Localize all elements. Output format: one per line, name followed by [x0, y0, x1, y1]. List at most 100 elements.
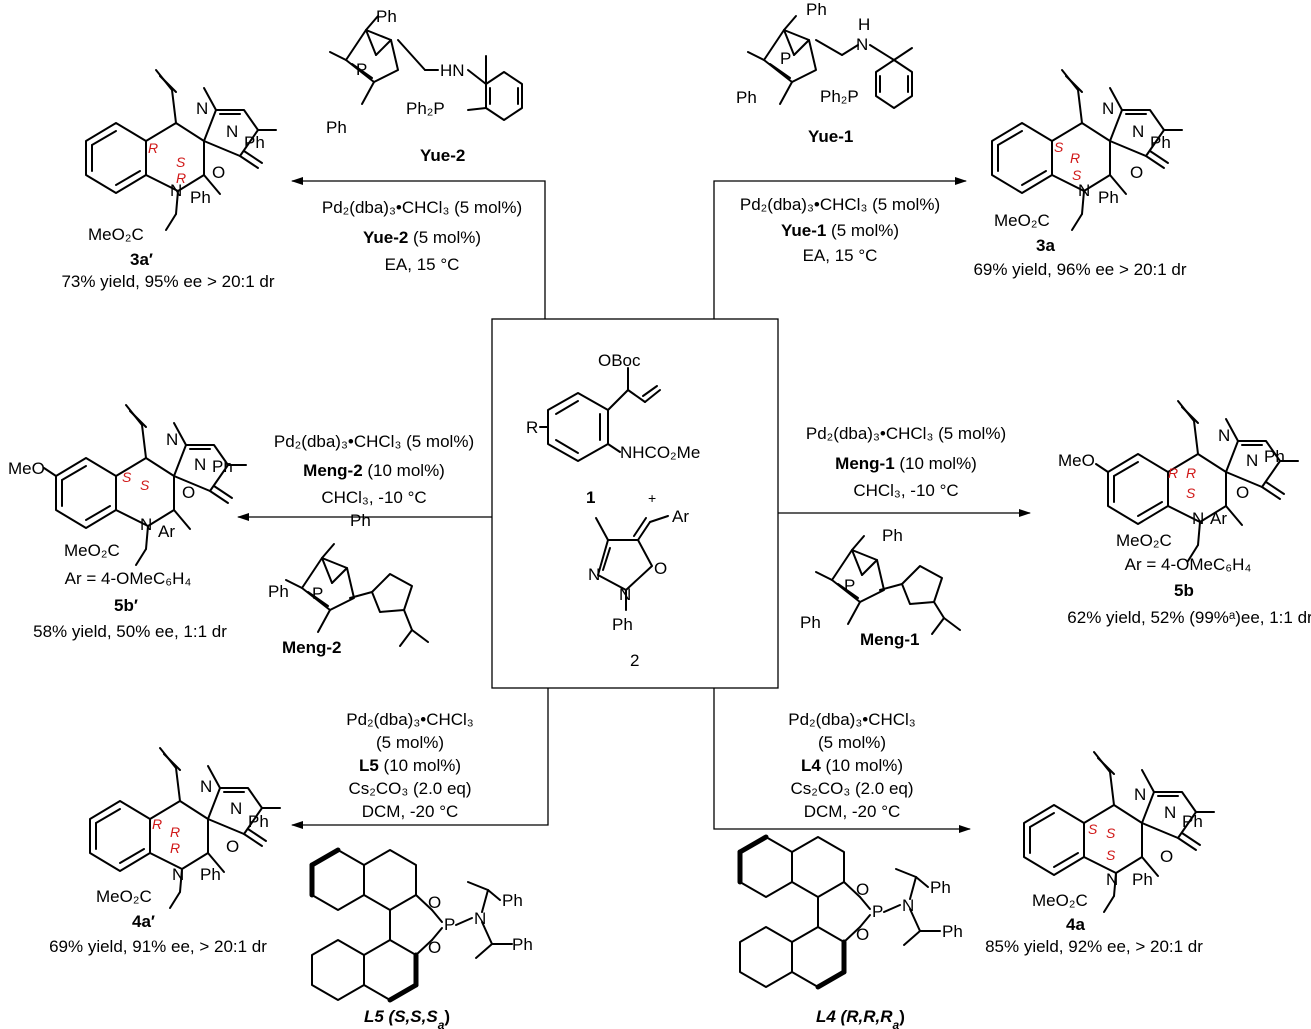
l5-ligand-ph1: Ph	[502, 891, 523, 910]
yue1-ligand-ph-vinyl: Ph	[736, 88, 757, 107]
product-4a-prime-ph-n: Ph	[248, 812, 269, 831]
meng1-ligand-structure	[815, 535, 961, 635]
yue1-cond-2: Yue-1 (5 mol%)	[781, 221, 899, 240]
yue2-ligand-ph-vinyl: Ph	[326, 118, 347, 137]
product-4a-o: O	[1160, 847, 1173, 866]
l4-ligand-o1: O	[856, 880, 869, 899]
product-4a-prime-stereo-3: R	[170, 840, 180, 856]
product-3a-prime-n: N	[196, 99, 208, 118]
product-3a-nn: N	[1132, 122, 1144, 141]
compound-1-structure	[539, 367, 661, 462]
l5-ligand-n: N	[474, 909, 486, 928]
yue2-ligand-p: P	[356, 60, 367, 79]
product-4a-stereo-3: S	[1106, 847, 1116, 863]
meng2-ligand-structure	[285, 543, 429, 647]
product-5b-ph-n: Ph	[1264, 447, 1285, 466]
meng1-cond-2-bold: Meng-1	[835, 454, 895, 473]
product-3a-prime-stereo-3: R	[176, 170, 186, 186]
product-5b-ar-def: Ar = 4-OMeC₆H₄	[1125, 555, 1252, 574]
product-4a-structure	[1023, 751, 1215, 913]
meng1-ligand-p: P	[844, 576, 855, 595]
product-5b-prime-result: 58% yield, 50% ee, 1:1 dr	[33, 622, 227, 641]
product-4a-prime-stereo-2: R	[170, 824, 180, 840]
yue1-ligand-structure	[747, 15, 913, 109]
product-5b-ar: Ar	[1210, 509, 1227, 528]
arrow-l4	[713, 688, 971, 833]
l4-cond-3: L4 (10 mol%)	[801, 756, 903, 775]
product-5b-prime-stereo-2: S	[140, 477, 150, 493]
l5-cond-5: DCM, -20 °C	[362, 802, 459, 821]
l5-cond-4: Cs₂CO₃ (2.0 eq)	[348, 779, 471, 798]
l4-cond-3-bold: L4	[801, 756, 821, 775]
meng1-label: Meng-1	[860, 630, 920, 649]
compound-2-ph: Ph	[612, 615, 633, 634]
l4-cond-3-rest: (10 mol%)	[821, 756, 903, 775]
yue2-cond-2-bold: Yue-2	[363, 228, 408, 247]
plus-sign: +	[648, 490, 656, 506]
product-3a-ph: Ph	[1098, 188, 1119, 207]
yue1-cond-3: EA, 15 °C	[803, 246, 878, 265]
compound-1-nhco2me: NHCO₂Me	[620, 443, 700, 462]
product-4a-meo2c: MeO₂C	[1032, 891, 1088, 910]
product-5b-n: N	[1218, 426, 1230, 445]
compound-2-o: O	[654, 559, 667, 578]
yue2-ligand-structure	[329, 15, 523, 121]
compound-2-structure	[595, 515, 669, 611]
product-3a-stereo-1: S	[1054, 139, 1064, 155]
yue2-cond-2: Yue-2 (5 mol%)	[363, 228, 481, 247]
product-3a-stereo-3: S	[1072, 167, 1082, 183]
product-3a-prime-result: 73% yield, 95% ee > 20:1 dr	[61, 272, 274, 291]
product-5b-o: O	[1236, 483, 1249, 502]
l4-ligand-p: P	[872, 902, 883, 921]
yue1-ligand-ph2p: Ph₂P	[820, 87, 859, 106]
product-3a-stereo-2: R	[1070, 150, 1080, 166]
product-5b-ome-bond	[1095, 463, 1109, 473]
yue2-ligand-ph: Ph	[376, 7, 397, 26]
product-3a-prime-stereo-2: S	[176, 154, 186, 170]
product-3a-prime-stereo-1: R	[148, 140, 158, 156]
product-3a-prime-ph: Ph	[190, 188, 211, 207]
l4-ligand-ph2: Ph	[942, 922, 963, 941]
l5-cond-2: (5 mol%)	[376, 733, 444, 752]
product-5b-prime-ph-n: Ph	[212, 457, 233, 476]
yue2-cond-1: Pd₂(dba)₃•CHCl₃ (5 mol%)	[322, 198, 522, 217]
product-3a-o: O	[1130, 163, 1143, 182]
product-5b-prime-stereo-1: S	[122, 469, 132, 485]
meng2-ligand-ph-vinyl: Ph	[268, 582, 289, 601]
product-3a-prime-label: 3a′	[130, 250, 153, 269]
product-3a-result: 69% yield, 96% ee > 20:1 dr	[973, 260, 1186, 279]
product-3a-prime-nn: N	[226, 122, 238, 141]
product-5b-prime-label: 5b′	[114, 596, 138, 615]
product-5b-prime-nn: N	[194, 455, 206, 474]
product-5b-prime-o: O	[182, 483, 195, 502]
product-3a-n1: N	[1078, 181, 1090, 200]
product-5b-meo: MeO	[1058, 451, 1095, 470]
product-5b-result: 62% yield, 52% (99%ᵃ)ee, 1:1 dr	[1067, 608, 1311, 627]
product-4a-prime-meo2c: MeO₂C	[96, 887, 152, 906]
compound-2-ar: Ar	[672, 507, 689, 526]
compound-2-nn: N	[619, 585, 631, 604]
yue1-ligand-hn: H	[858, 15, 870, 34]
product-3a-label: 3a	[1036, 236, 1055, 255]
l4-cond-5: DCM, -20 °C	[804, 802, 901, 821]
product-3a-meo2c: MeO₂C	[994, 211, 1050, 230]
product-4a-prime-o: O	[226, 837, 239, 856]
meng1-cond-2-rest: (10 mol%)	[895, 454, 977, 473]
product-3a-prime-o: O	[212, 163, 225, 182]
product-4a-prime-label: 4a′	[132, 912, 155, 931]
arrow-l5	[291, 688, 549, 829]
product-5b-nn: N	[1246, 451, 1258, 470]
l5-ligand-o2: O	[428, 938, 441, 957]
product-4a-prime-result: 69% yield, 91% ee, > 20:1 dr	[49, 937, 267, 956]
compound-1-r: R	[526, 418, 538, 437]
compound-1-oboc: OBoc	[598, 351, 641, 370]
product-5b-prime-ome-bond	[43, 467, 57, 477]
product-4a-prime-stereo-1: R	[152, 816, 162, 832]
meng2-cond-1: Pd₂(dba)₃•CHCl₃ (5 mol%)	[274, 432, 474, 451]
l4-cond-2: (5 mol%)	[818, 733, 886, 752]
product-5b-label: 5b	[1174, 581, 1194, 600]
product-5b-prime-ar-def: Ar = 4-OMeC₆H₄	[65, 569, 192, 588]
l4-ligand-o2: O	[856, 925, 869, 944]
compound-1-label: 1	[586, 488, 595, 507]
